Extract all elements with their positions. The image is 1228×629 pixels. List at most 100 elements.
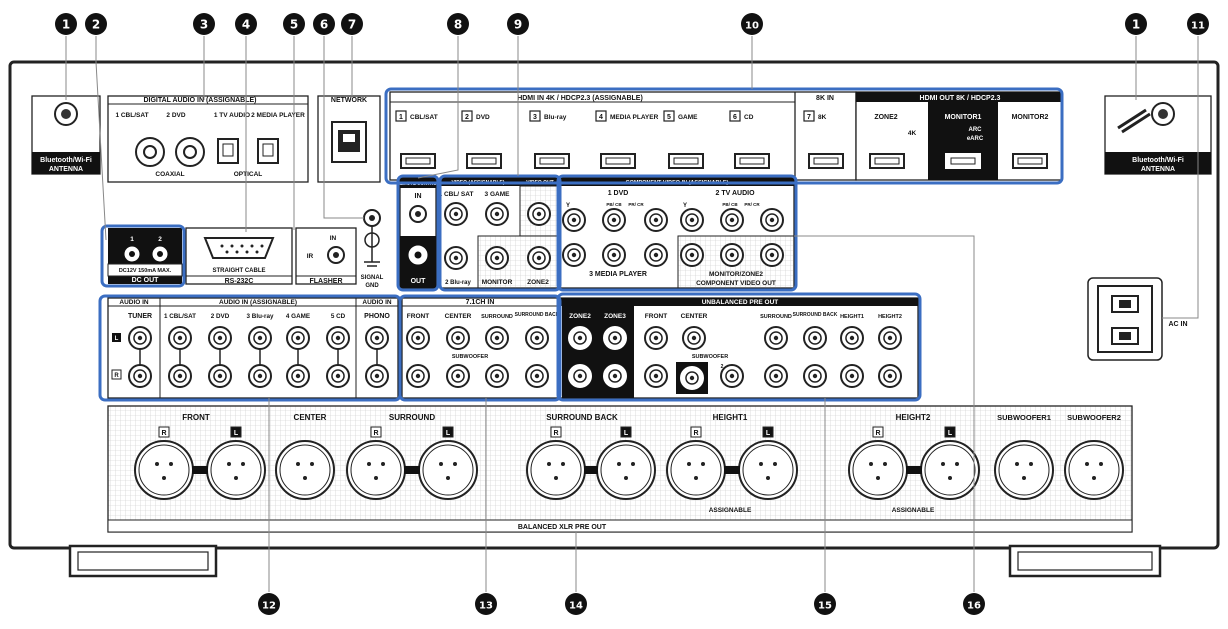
component-bottom-6[interactable] <box>760 243 784 267</box>
ch7-in-jack-bottom-2[interactable] <box>446 364 470 388</box>
audio-phono-jack-l[interactable] <box>365 326 389 350</box>
component-bottom-5[interactable] <box>720 243 744 267</box>
rs232c-port[interactable]: STRAIGHT CABLE RS-232C <box>185 227 293 285</box>
pre-out-zone2-l[interactable] <box>568 326 592 350</box>
pre-out-zone2-r[interactable] <box>568 364 592 388</box>
audio-in-jack-2-l[interactable] <box>208 326 232 350</box>
component-in-top-6[interactable] <box>760 208 784 232</box>
video-in-2[interactable] <box>444 246 468 270</box>
audio-in-jack-3-l[interactable] <box>248 326 272 350</box>
hdmi-out-monitor1-port[interactable] <box>945 153 981 169</box>
hdmi-in: HDMI IN 4K / HDCP2.3 (ASSIGNABLE) 8K IN … <box>389 91 857 181</box>
audio-in-jack-1-l[interactable] <box>168 326 192 350</box>
pre-out-subwoofer-2[interactable] <box>720 364 744 388</box>
remote-in-jack[interactable] <box>409 205 427 223</box>
video-in-3[interactable] <box>485 202 509 226</box>
ch7-in-jack-top-3[interactable] <box>485 326 509 350</box>
audio-in-jack-3-r[interactable] <box>248 364 272 388</box>
flasher-jack[interactable] <box>327 246 345 264</box>
xlr-surround-l[interactable] <box>418 440 478 500</box>
xlr-surround-r[interactable] <box>346 440 406 500</box>
component-in-top-1[interactable] <box>562 208 586 232</box>
pre-out-front-l[interactable] <box>644 326 668 350</box>
dc-out-jack-2[interactable] <box>152 246 168 262</box>
pre-out-top-2[interactable] <box>803 326 827 350</box>
network-port[interactable]: NETWORK <box>317 95 381 183</box>
xlr-assignable-2: ASSIGNABLE <box>892 507 935 514</box>
component-in-top-2[interactable] <box>602 208 626 232</box>
xlr-surround-back-r[interactable] <box>526 440 586 500</box>
component-bottom-3[interactable] <box>644 243 668 267</box>
component-bottom-2[interactable] <box>602 243 626 267</box>
audio-in-jack-1-r[interactable] <box>168 364 192 388</box>
component-in-top-4[interactable] <box>680 208 704 232</box>
pre-out-bottom-1[interactable] <box>764 364 788 388</box>
pre-out-top-4[interactable] <box>878 326 902 350</box>
xlr-height1-l[interactable] <box>738 440 798 500</box>
video-out-top[interactable] <box>527 202 551 226</box>
pre-out-bottom-4[interactable] <box>878 364 902 388</box>
hdmi-out-monitor2-port[interactable] <box>1012 153 1048 169</box>
dc-out-jack-1[interactable] <box>124 246 140 262</box>
component-bottom-1[interactable] <box>562 243 586 267</box>
xlr-surround-back-l[interactable] <box>596 440 656 500</box>
ch7-in-jack-bottom-1[interactable] <box>406 364 430 388</box>
xlr-height2-l[interactable] <box>920 440 980 500</box>
pre-out-subwoofer-1[interactable] <box>680 366 704 390</box>
optical-jack-2[interactable] <box>257 138 279 164</box>
ch7-in-jack-bottom-4[interactable] <box>525 364 549 388</box>
hdmi-out-zone2-port[interactable] <box>869 153 905 169</box>
component-in-top-5[interactable] <box>720 208 744 232</box>
remote-out-jack[interactable] <box>408 245 428 265</box>
audio-in-jack-5-l[interactable] <box>326 326 350 350</box>
ch7-in-jack-bottom-3[interactable] <box>485 364 509 388</box>
component-bottom-4[interactable] <box>680 243 704 267</box>
audio-in-jack-4-r[interactable] <box>286 364 310 388</box>
audio-phono-jack-r[interactable] <box>365 364 389 388</box>
audio-in-jack-4-l[interactable] <box>286 326 310 350</box>
pre-out-top-1[interactable] <box>764 326 788 350</box>
pre-out-front-r[interactable] <box>644 364 668 388</box>
coaxial-jack-2[interactable] <box>175 137 205 167</box>
component-in-top-3[interactable] <box>644 208 668 232</box>
coaxial-jack-1[interactable] <box>135 137 165 167</box>
video-zone2-out[interactable] <box>527 246 551 270</box>
xlr-height1-r[interactable] <box>666 440 726 500</box>
xlr-front-l[interactable] <box>206 440 266 500</box>
pre-out-bottom-2[interactable] <box>803 364 827 388</box>
audio-tuner-jack-l[interactable] <box>128 326 152 350</box>
audio-in-jack-5-r[interactable] <box>326 364 350 388</box>
audio-tuner-jack-r[interactable] <box>128 364 152 388</box>
xlr-height2-r[interactable] <box>848 440 908 500</box>
xlr-center[interactable] <box>275 440 335 500</box>
pre-out-zone3-l[interactable] <box>603 326 627 350</box>
ch7-in-jack-top-4[interactable] <box>525 326 549 350</box>
ch7-front: FRONT <box>407 313 429 320</box>
pre-out-zone3-r[interactable] <box>603 364 627 388</box>
pre-out-bottom-3[interactable] <box>840 364 864 388</box>
hdmi-out: HDMI OUT 8K / HDCP2.3 ZONE2 4K MONITOR1 … <box>855 91 1063 181</box>
xlr-front-r[interactable] <box>134 440 194 500</box>
pre-out-top-3[interactable] <box>840 326 864 350</box>
pre-out-center[interactable] <box>682 326 706 350</box>
signal-gnd-terminal[interactable]: SIGNAL GND <box>361 209 384 289</box>
ch7-in-jack-top-2[interactable] <box>446 326 470 350</box>
xlr-subwoofer1[interactable] <box>994 440 1054 500</box>
audio-in-jack-2-r[interactable] <box>208 364 232 388</box>
antenna-right[interactable]: Bluetooth/Wi-Fi ANTENNA <box>1104 95 1212 175</box>
antenna-left[interactable]: Bluetooth/Wi-Fi ANTENNA <box>31 95 101 175</box>
ch7-in-jack-top-1[interactable] <box>406 326 430 350</box>
video-in-1[interactable] <box>444 202 468 226</box>
component-video: COMPONENT VIDEO IN (ASSIGNABLE) 1 DVD 2 … <box>559 177 795 289</box>
video-monitor-out[interactable] <box>485 246 509 270</box>
xlr-subwoofer2[interactable] <box>1064 440 1124 500</box>
ac-inlet[interactable]: AC IN <box>1087 277 1188 361</box>
optical-jack-1[interactable] <box>217 138 239 164</box>
